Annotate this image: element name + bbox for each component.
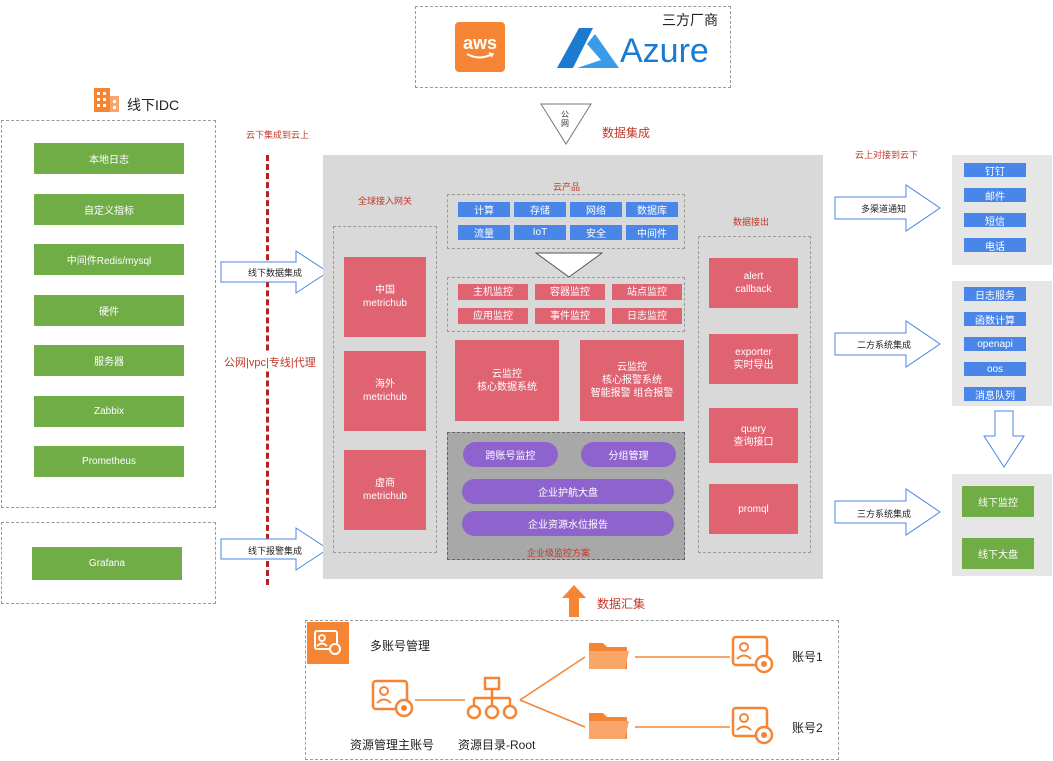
vendor-group (415, 6, 731, 88)
monitors-group (447, 277, 685, 332)
gateway-title: 全球接入网关 (358, 196, 413, 206)
down-arrow-icon (983, 410, 1025, 468)
gateway-group (333, 226, 437, 553)
cloud-product-item: IoT (514, 225, 566, 240)
idc-item: 自定义指标 (34, 193, 184, 225)
root-directory-icon (466, 676, 518, 720)
notify-arrow-icon (834, 184, 941, 232)
offline-monitor-item: 线下监控 (962, 486, 1034, 517)
notify-item: 短信 (964, 213, 1026, 228)
gateway-overseas: 海外 metrichub (344, 351, 426, 431)
cloud-product-item: 数据库 (626, 202, 678, 217)
building-icon (92, 84, 120, 112)
monitor-item: 主机监控 (458, 284, 528, 300)
public-link-label: 公网 (561, 110, 569, 128)
gateway-vno: 虚商 metrichub (344, 450, 426, 530)
account-1-label: 账号1 (792, 650, 823, 664)
offline-alert-arrow-icon (220, 527, 329, 571)
notify-item: 电话 (964, 238, 1026, 253)
idc-item: 服务器 (34, 345, 184, 376)
export-query: query 查询接口 (709, 408, 798, 463)
divider-mid-label: 公网|vpc|专线|代理 (224, 353, 316, 371)
account-1-icon (731, 635, 774, 674)
account-2-icon (731, 706, 774, 745)
notify-item: 钉钉 (964, 163, 1026, 178)
idc-item: 本地日志 (34, 143, 184, 174)
idc-group (1, 120, 216, 508)
idc-item: 硬件 (34, 294, 184, 326)
second-item: openapi (964, 337, 1026, 351)
second-item: oos (964, 362, 1026, 376)
cloud-product-item: 网络 (570, 202, 622, 217)
core-alert-system: 云监控 核心报警系统 智能报警 组合报警 (580, 340, 684, 421)
notify-arrow-label: 多渠道通知 (861, 204, 907, 214)
aggregation-arrow-icon (562, 585, 586, 617)
products-funnel-icon (535, 252, 603, 278)
cloud-product-item: 中间件 (626, 225, 678, 240)
cloud-product-item: 流量 (458, 225, 510, 240)
notify-item: 邮件 (964, 188, 1026, 203)
data-integration-label: 数据集成 (602, 126, 651, 140)
enterprise-title: 企业级监控方案 (527, 548, 591, 558)
third-arrow-icon (834, 488, 941, 536)
offline-screen-item: 线下大盘 (962, 538, 1034, 569)
accounts-group (305, 620, 839, 760)
cloud-products-title: 云产品 (553, 182, 581, 192)
azure-logo-text: Azure (620, 32, 709, 70)
offline-data-arrow-label: 线下数据集成 (248, 268, 303, 278)
monitor-item: 事件监控 (535, 308, 605, 324)
divider-top-label: 云下集成到云上 (246, 130, 310, 140)
vendor-label: 三方厂商 (662, 12, 718, 28)
cloud-products-group (447, 194, 685, 249)
export-group (698, 236, 811, 553)
core-data-system: 云监控 核心数据系统 (455, 340, 559, 421)
enterprise-water-report: 企业资源水位报告 (462, 511, 674, 536)
monitor-item: 应用监控 (458, 308, 528, 324)
aws-logo: aws (455, 22, 505, 72)
grafana-item: Grafana (32, 547, 182, 580)
multi-account-icon (307, 622, 349, 664)
main-account-label: 资源管理主账号 (350, 738, 435, 752)
azure-logo-icon (557, 28, 619, 68)
second-item: 日志服务 (964, 287, 1026, 302)
root-directory-label: 资源目录-Root (458, 738, 536, 752)
folder-2-icon (589, 713, 629, 739)
right-top-label: 云上对接到云下 (855, 150, 919, 160)
idc-item: Prometheus (34, 446, 184, 477)
monitor-item: 日志监控 (612, 308, 682, 324)
cloud-product-item: 存储 (514, 202, 566, 217)
second-arrow-icon (834, 320, 941, 368)
monitor-item: 容器监控 (535, 284, 605, 300)
second-arrow-label: 二方系统集成 (857, 340, 912, 350)
public-funnel-icon (540, 103, 592, 145)
idc-item: 中间件Redis/mysql (34, 244, 184, 275)
export-alert-callback: alert callback (709, 258, 798, 308)
third-arrow-label: 三方系统集成 (857, 509, 912, 519)
export-exporter: exporter 实时导出 (709, 334, 798, 384)
aws-logo-text: aws (462, 33, 498, 53)
second-item: 消息队列 (964, 387, 1026, 402)
second-item: 函数计算 (964, 312, 1026, 327)
multi-account-title: 多账号管理 (370, 639, 431, 653)
cloud-product-item: 计算 (458, 202, 510, 217)
group-management: 分组管理 (581, 442, 676, 467)
main-account-icon (371, 679, 414, 718)
folder-1-icon (589, 643, 629, 669)
cross-account-monitor: 跨账号监控 (463, 442, 558, 467)
account-lines (415, 656, 730, 728)
idc-title: 线下IDC (127, 97, 180, 113)
monitor-item: 站点监控 (612, 284, 682, 300)
account-2-label: 账号2 (792, 721, 823, 735)
grafana-group (1, 522, 216, 604)
export-title: 数据接出 (733, 217, 770, 227)
offline-alert-arrow-label: 线下报警集成 (248, 546, 303, 556)
offline-data-arrow-icon (220, 250, 329, 294)
cloud-product-item: 安全 (570, 225, 622, 240)
gateway-china: 中国 metrichub (344, 257, 426, 337)
aws-smile-icon (466, 52, 495, 59)
idc-item: Zabbix (34, 395, 184, 427)
aggregation-label: 数据汇集 (597, 597, 646, 611)
export-promql: promql (709, 484, 798, 534)
enterprise-screen: 企业护航大盘 (462, 479, 674, 504)
